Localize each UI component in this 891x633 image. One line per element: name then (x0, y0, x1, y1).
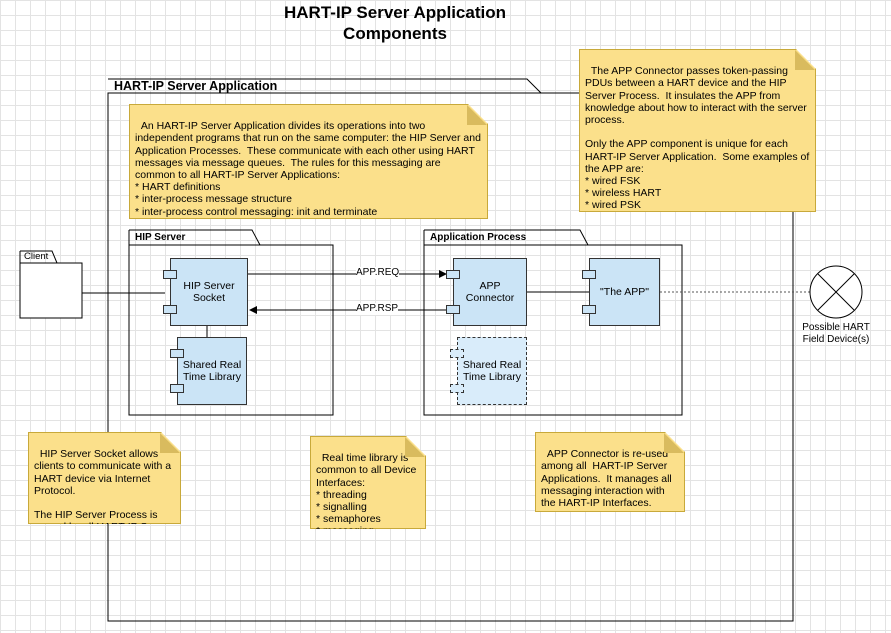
client-package-frame (19, 262, 83, 319)
component-port-icon (163, 305, 177, 314)
app-rsp-label: APP.RSP (356, 303, 399, 315)
library-note: Real time library is common to all Devic… (310, 436, 426, 529)
title-line-1: HART-IP Server Application (284, 3, 506, 22)
connector-note: APP Connector is re-used among all HART-… (535, 432, 685, 512)
field-device-label: Possible HART Field Device(s) (802, 322, 870, 345)
hip-server-package-tab (129, 229, 261, 246)
component-port-icon (170, 384, 184, 393)
outer-package-label: HART-IP Server Application (114, 79, 278, 93)
component-port-icon (450, 384, 464, 393)
component-port-icon (163, 270, 177, 279)
component-port-icon (170, 349, 184, 358)
hip-server-package-label: HIP Server (135, 232, 186, 243)
component-port-icon (450, 349, 464, 358)
connector-note-text: APP Connector is re-used among all HART-… (541, 448, 675, 510)
outer-package-frame (107, 92, 794, 622)
app-connector-description-text: The APP Connector passes token-passing P… (585, 65, 810, 236)
app-process-package-tab (424, 229, 589, 246)
app-connector-component[interactable]: APP Connector (453, 258, 527, 326)
app-connector-description-note: The APP Connector passes token-passing P… (579, 49, 816, 212)
socket-note: HIP Server Socket allows clients to comm… (28, 432, 181, 524)
client-package-tab (20, 250, 58, 264)
shared-library-component-dashed[interactable]: Shared Real Time Library (457, 337, 527, 405)
diagram-title: HART-IP Server Application Components (245, 2, 545, 44)
overview-note-text: An HART-IP Server Application divides it… (135, 120, 481, 230)
overview-note: An HART-IP Server Application divides it… (129, 104, 488, 219)
title-line-2: Components (343, 24, 447, 43)
client-package-label: Client (24, 251, 49, 262)
component-port-icon (446, 305, 460, 314)
hip-server-socket-component[interactable]: HIP Server Socket (170, 258, 248, 326)
app-req-label: APP.REQ (356, 267, 400, 279)
app-process-package-frame (423, 244, 683, 416)
app-process-package-label: Application Process (430, 232, 527, 243)
library-note-text: Real time library is common to all Devic… (316, 452, 417, 538)
hip-server-package-frame (128, 244, 334, 416)
the-app-component[interactable]: "The APP" (589, 258, 660, 326)
component-port-icon (446, 270, 460, 279)
component-port-icon (582, 270, 596, 279)
shared-library-component[interactable]: Shared Real Time Library (177, 337, 247, 405)
component-port-icon (582, 305, 596, 314)
outer-package-tab (108, 78, 542, 94)
